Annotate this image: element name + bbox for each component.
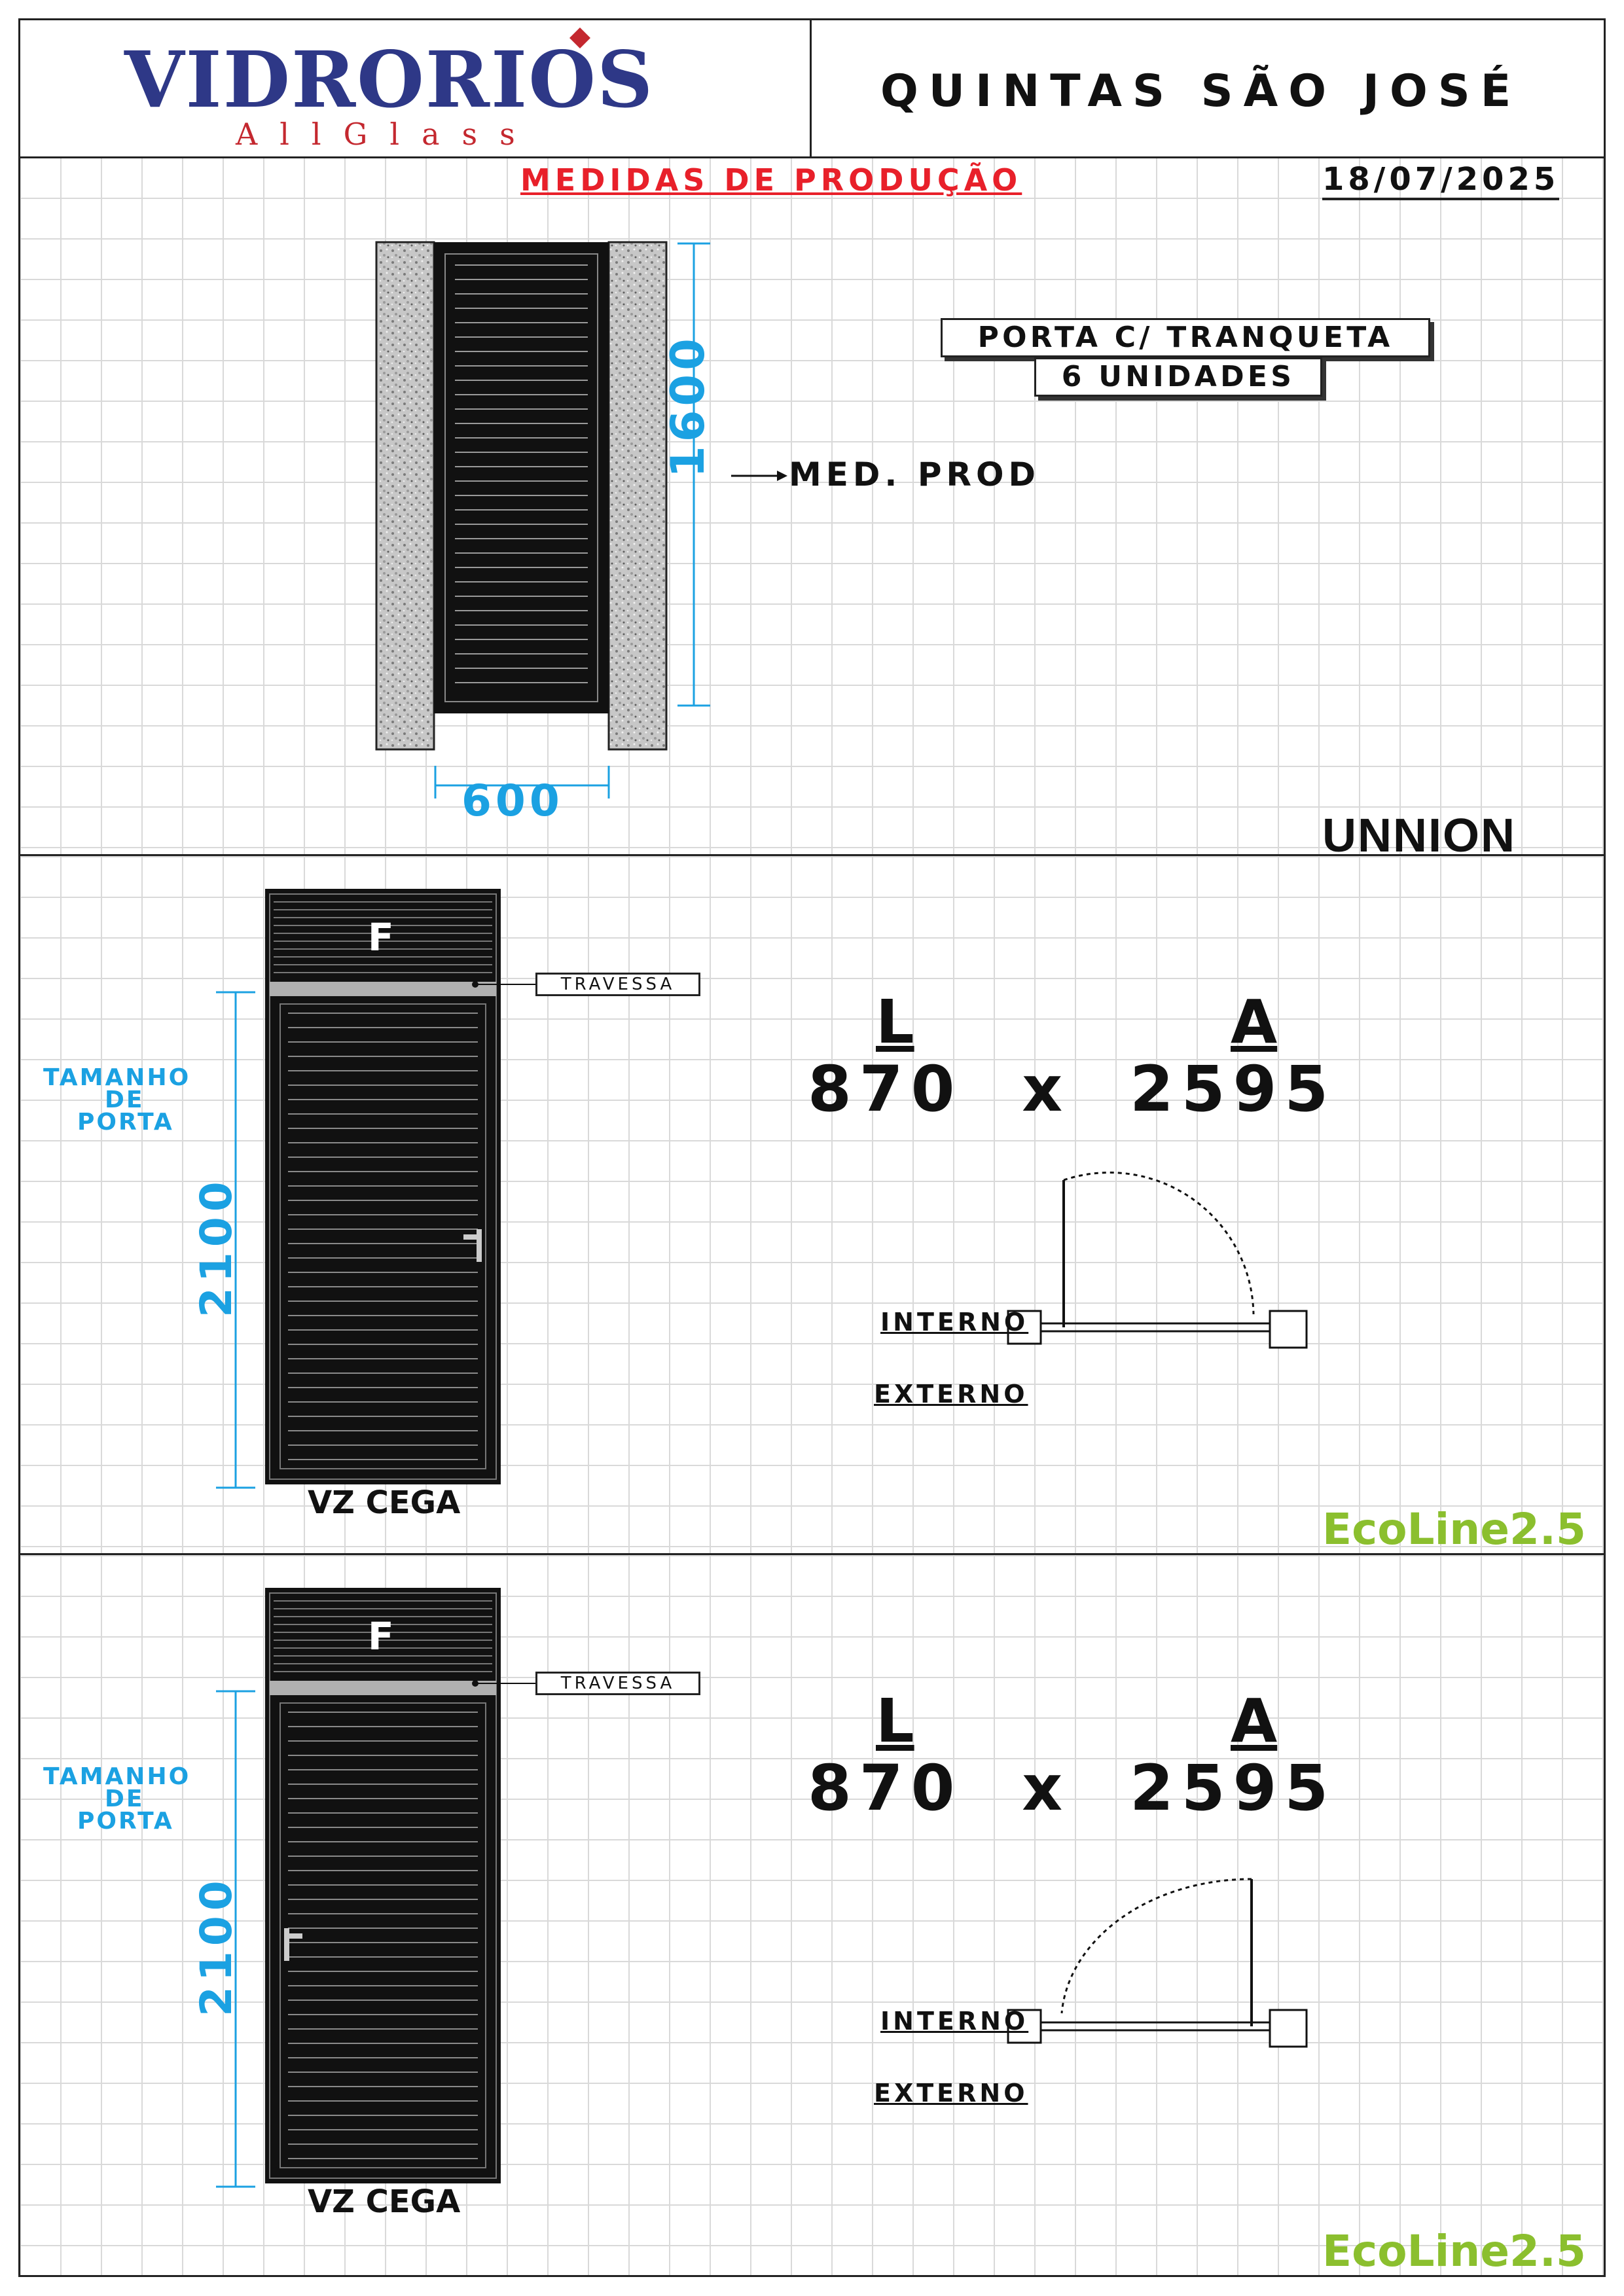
width-dimension-label: 600 <box>461 776 564 826</box>
interno-label: INTERNO <box>880 1308 1029 1336</box>
door-elevation <box>265 889 501 1484</box>
panel-letter: F <box>368 915 394 960</box>
section-title: MEDIDAS DE PRODUÇÃO <box>520 162 1022 198</box>
travessa-leader <box>472 1680 535 1687</box>
door-swing-plan <box>1007 1172 1308 1349</box>
door-size-label-2: DE <box>105 1086 145 1113</box>
travessa-bar <box>270 982 496 996</box>
externo-label: EXTERNO <box>874 2079 1028 2108</box>
logo-main-text: VIDRORIOS <box>124 34 655 125</box>
issue-date: 18/07/2025 <box>1322 161 1560 200</box>
right-wall <box>607 241 668 751</box>
project-name: QUINTAS SÃO JOSÉ <box>880 65 1522 117</box>
section-divider-2 <box>18 1553 1606 1555</box>
top-view-drawing <box>375 241 668 751</box>
door-height-label: 2100 <box>191 1875 242 2017</box>
grid-background-top <box>20 157 1604 854</box>
door-size-label-2: DE <box>105 1785 145 1812</box>
travessa-label: TRAVESSA <box>535 1672 700 1695</box>
door-dimensions: 870 x 2595 <box>808 1052 1337 1126</box>
section-divider-1 <box>18 854 1606 856</box>
door-swing-plan <box>1007 1878 1308 2048</box>
unnion-brand: UNNION <box>1322 810 1516 862</box>
ecoline-brand: EcoLine2.5 <box>1322 1504 1586 1554</box>
door-height-dimension-line <box>216 1690 255 2188</box>
travessa-bar <box>270 1681 496 1695</box>
arrow-icon <box>731 471 787 481</box>
height-letter: A <box>1231 1686 1278 1756</box>
door-size-label-3: PORTA <box>77 1109 174 1136</box>
production-note: MED. PROD <box>789 456 1040 493</box>
frame-outer <box>434 242 609 713</box>
logo-diamond-icon <box>569 27 590 48</box>
height-dimension-line <box>677 242 710 707</box>
interno-label: INTERNO <box>880 2007 1029 2036</box>
width-letter: L <box>876 1686 914 1756</box>
door-size-label-1: TAMANHO <box>43 1064 191 1091</box>
panel-letter: F <box>368 1614 394 1659</box>
door-handle-icon <box>284 1928 302 1961</box>
door-handle-icon <box>463 1229 482 1262</box>
glass-type-label: VZ CEGA <box>308 1484 461 1521</box>
door-height-label: 2100 <box>191 1176 242 1318</box>
door-elevation <box>265 1588 501 2183</box>
height-dimension-label: 1600 <box>661 334 715 478</box>
door-dimensions: 870 x 2595 <box>808 1751 1337 1825</box>
travessa-label: TRAVESSA <box>535 973 700 996</box>
externo-label: EXTERNO <box>874 1380 1028 1408</box>
logo-sub-text: AllGlass <box>236 117 537 152</box>
ecoline-brand: EcoLine2.5 <box>1322 2226 1586 2276</box>
travessa-leader <box>472 981 535 988</box>
header-border <box>18 18 1606 158</box>
door-height-dimension-line <box>216 991 255 1489</box>
height-letter: A <box>1231 987 1278 1057</box>
product-label-line2: 6 UNIDADES <box>1034 357 1322 397</box>
product-label-line1: PORTA C/ TRANQUETA <box>941 318 1430 357</box>
glass-type-label: VZ CEGA <box>308 2183 461 2220</box>
width-letter: L <box>876 987 914 1057</box>
width-dimension-line <box>434 766 610 798</box>
door-section-left-hinge: F TRAVESSA TAMANHO DE PORTA 2100 VZ CEGA… <box>0 856 1624 1554</box>
left-wall <box>375 241 435 751</box>
door-size-label-3: PORTA <box>77 1808 174 1835</box>
header-divider <box>810 18 812 158</box>
door-size-label-1: TAMANHO <box>43 1763 191 1790</box>
door-section-right-hinge: F TRAVESSA TAMANHO DE PORTA 2100 VZ CEGA… <box>0 1555 1624 2277</box>
